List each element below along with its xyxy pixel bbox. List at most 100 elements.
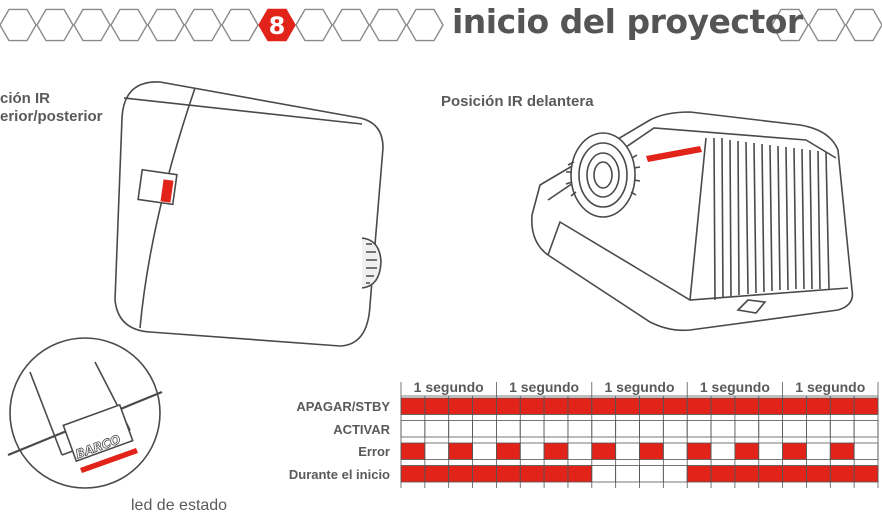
step-number: 8 (269, 12, 286, 40)
timing-cell-off (639, 465, 664, 483)
timing-cell-off (424, 420, 450, 438)
timing-cell-off (758, 420, 784, 438)
timing-cell-off (424, 442, 450, 460)
status-led-callout: BARCO (7, 337, 163, 489)
timing-cell-on (758, 465, 784, 483)
timing-cell-off (615, 442, 640, 460)
timing-segment-label: 1 segundo (413, 379, 484, 395)
timing-cell-on (710, 397, 736, 415)
timing-cell-on (448, 442, 473, 460)
ir-top-label-line2: erior/posterior (0, 108, 103, 125)
timing-cell-on (782, 397, 807, 415)
timing-cell-off (806, 420, 831, 438)
step-hexagon (808, 8, 846, 42)
timing-cell-on (424, 397, 450, 415)
timing-cell-off (448, 420, 473, 438)
timing-cell-on (782, 442, 807, 460)
timing-cell-on (806, 465, 831, 483)
timing-cell-off (519, 420, 545, 438)
step-hexagon (147, 8, 185, 42)
timing-cell-on (567, 397, 593, 415)
step-hexagon (36, 8, 74, 42)
step-hexagon-active (258, 8, 296, 42)
step-hexagon (110, 8, 148, 42)
timing-cell-off (472, 442, 497, 460)
timing-cell-off (567, 442, 593, 460)
hexagon-strip: 8 (0, 8, 882, 42)
timing-cell-on (519, 465, 545, 483)
timing-cell-on (448, 397, 473, 415)
step-hexagon (0, 8, 37, 42)
timing-segment-label: 1 segundo (509, 379, 580, 395)
timing-cell-off (734, 420, 760, 438)
timing-row-label: APAGAR/STBY (296, 399, 390, 414)
timing-cell-on (495, 465, 521, 483)
step-hexagon (845, 8, 882, 42)
timing-cell-on (472, 465, 497, 483)
timing-row-label: Error (358, 444, 390, 459)
page-title: inicio del proyector (452, 2, 803, 41)
timing-cell-off (853, 442, 879, 460)
timing-row-label: ACTIVAR (333, 421, 390, 437)
timing-cell-on (543, 465, 569, 483)
timing-cell-off (758, 442, 784, 460)
timing-cell-off (495, 420, 521, 438)
timing-cell-off (710, 420, 736, 438)
timing-cell-off (615, 420, 640, 438)
timing-cell-on (495, 397, 521, 415)
timing-cell-on (424, 465, 450, 483)
ir-front-label: Posición IR delantera (441, 93, 594, 110)
timing-cell-on (543, 397, 569, 415)
timing-cell-on (639, 442, 664, 460)
projector-top-view (114, 81, 384, 347)
timing-cell-off (710, 442, 736, 460)
timing-cell-off (591, 420, 617, 438)
step-hexagon (406, 8, 444, 42)
timing-cell-off (782, 420, 807, 438)
step-hexagon (295, 8, 333, 42)
timing-cell-on (400, 465, 426, 483)
timing-cell-on (615, 397, 640, 415)
timing-cell-off (543, 420, 569, 438)
step-hexagon (184, 8, 222, 42)
timing-segment-label: 1 segundo (604, 379, 675, 395)
timing-cell-off (662, 420, 688, 438)
timing-cell-off (806, 442, 831, 460)
timing-cell-on (829, 465, 855, 483)
timing-cell-off (615, 465, 640, 483)
timing-cell-off (400, 420, 426, 438)
timing-cell-on (686, 442, 712, 460)
projector-front-view (531, 111, 854, 332)
timing-segment-label: 1 segundo (699, 379, 770, 395)
timing-cell-on (806, 397, 831, 415)
timing-cell-on (853, 465, 879, 483)
timing-cell-on (543, 442, 569, 460)
timing-cell-off (662, 465, 688, 483)
status-led-marker (80, 448, 138, 473)
timing-row-label: Durante el inicio (288, 466, 390, 482)
timing-cell-on (495, 442, 521, 460)
ir-top-label-line1: ción IR (0, 90, 51, 107)
timing-cell-off (472, 420, 497, 438)
timing-cell-on (853, 397, 879, 415)
step-hexagon (332, 8, 370, 42)
timing-cell-on (710, 465, 736, 483)
timing-cell-on (639, 397, 664, 415)
timing-cell-off (519, 442, 545, 460)
step-hexagon (771, 8, 809, 42)
step-hexagon (221, 8, 259, 42)
timing-cell-on (734, 442, 760, 460)
timing-cell-on (758, 397, 784, 415)
timing-cell-on (829, 442, 855, 460)
step-hexagon (369, 8, 407, 42)
header-banner: 8 inicio del proyector (0, 0, 882, 52)
timing-segment-label: 1 segundo (795, 379, 866, 395)
timing-cell-on (734, 397, 760, 415)
ir-sensor-front-marker (646, 146, 702, 162)
timing-cell-off (829, 420, 855, 438)
timing-cell-on (400, 397, 426, 415)
timing-cell-on (400, 442, 426, 460)
step-hexagon (73, 8, 111, 42)
